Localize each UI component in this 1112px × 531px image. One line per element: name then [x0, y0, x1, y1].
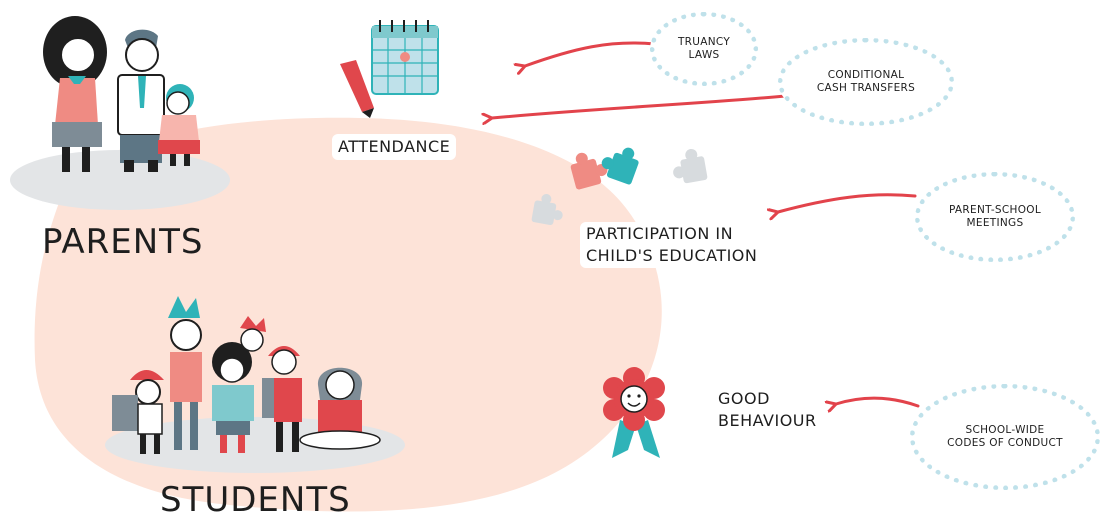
codes-line2: CODES OF CONDUCT	[947, 437, 1063, 449]
codes-line1: SCHOOL-WIDE	[965, 424, 1045, 436]
arrow-codes-to-behaviour	[836, 396, 920, 406]
rosette-award-icon	[603, 367, 665, 458]
cct-line1: CONDITIONAL	[827, 69, 905, 81]
parents-label: PARENTS	[42, 222, 204, 262]
good-behaviour-line1: GOOD	[718, 389, 770, 408]
good-behaviour-label: GOOD BEHAVIOUR	[718, 388, 817, 432]
arrow-meetings-to-participation	[778, 193, 917, 212]
psm-line2: MEETINGS	[966, 217, 1024, 229]
arrow-truancy-to-attendance	[525, 41, 657, 66]
parents-group-illustration	[43, 16, 200, 172]
participation-label: PARTICIPATION in CHILD'S EDUCATION	[580, 222, 764, 268]
students-group-illustration	[112, 296, 381, 454]
badge-conditional-cash-transfers: CONDITIONAL CASH TRANSFERS	[778, 38, 954, 126]
calendar-icon	[371, 20, 439, 95]
puzzle-pieces-icon	[531, 147, 708, 226]
good-behaviour-line2: BEHAVIOUR	[718, 411, 817, 430]
cct-line2: CASH TRANSFERS	[816, 82, 916, 94]
badge-parent-school-meetings: PARENT-SCHOOL MEETINGS	[915, 172, 1075, 262]
truancy-line1: TRUANCY	[677, 36, 731, 48]
arrow-cct-to-attendance	[492, 94, 787, 118]
students-label: STUDENTS	[160, 480, 351, 520]
participation-label-line2: CHILD'S EDUCATION	[586, 246, 758, 265]
truancy-line2: LAWS	[688, 49, 720, 61]
badge-truancy-laws: TRUANCY LAWS	[650, 12, 758, 86]
participation-label-line1: PARTICIPATION in	[586, 224, 734, 243]
attendance-label: ATTENDANCE	[332, 134, 457, 160]
psm-line1: PARENT-SCHOOL	[948, 204, 1042, 216]
badge-school-wide-codes: SCHOOL-WIDE CODES OF CONDUCT	[910, 384, 1100, 490]
pencil-icon	[340, 60, 374, 118]
